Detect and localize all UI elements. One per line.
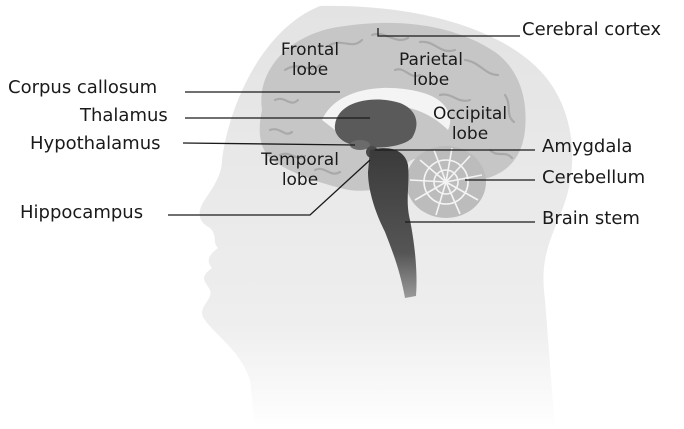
- label-brain-stem: Brain stem: [542, 209, 640, 229]
- label-temporal-lobe-line1: Temporal: [255, 150, 345, 170]
- label-hypothalamus: Hypothalamus: [30, 134, 160, 154]
- label-occipital-lobe: Occipital lobe: [425, 104, 515, 144]
- label-occipital-lobe-line1: Occipital: [425, 104, 515, 124]
- label-parietal-lobe-line2: lobe: [396, 70, 466, 90]
- label-frontal-lobe-line2: lobe: [275, 60, 345, 80]
- label-parietal-lobe: Parietal lobe: [396, 50, 466, 90]
- label-hippocampus: Hippocampus: [20, 203, 143, 223]
- label-cerebral-cortex: Cerebral cortex: [522, 20, 661, 40]
- label-cerebellum: Cerebellum: [542, 168, 645, 188]
- label-frontal-lobe-line1: Frontal: [275, 40, 345, 60]
- cerebellum-shape: [406, 146, 486, 218]
- label-parietal-lobe-line1: Parietal: [396, 50, 466, 70]
- label-frontal-lobe: Frontal lobe: [275, 40, 345, 80]
- label-amygdala: Amygdala: [542, 137, 632, 157]
- label-temporal-lobe-line2: lobe: [255, 170, 345, 190]
- label-thalamus: Thalamus: [80, 106, 168, 126]
- label-corpus-callosum: Corpus callosum: [8, 78, 157, 98]
- label-occipital-lobe-line2: lobe: [425, 124, 515, 144]
- label-temporal-lobe: Temporal lobe: [255, 150, 345, 190]
